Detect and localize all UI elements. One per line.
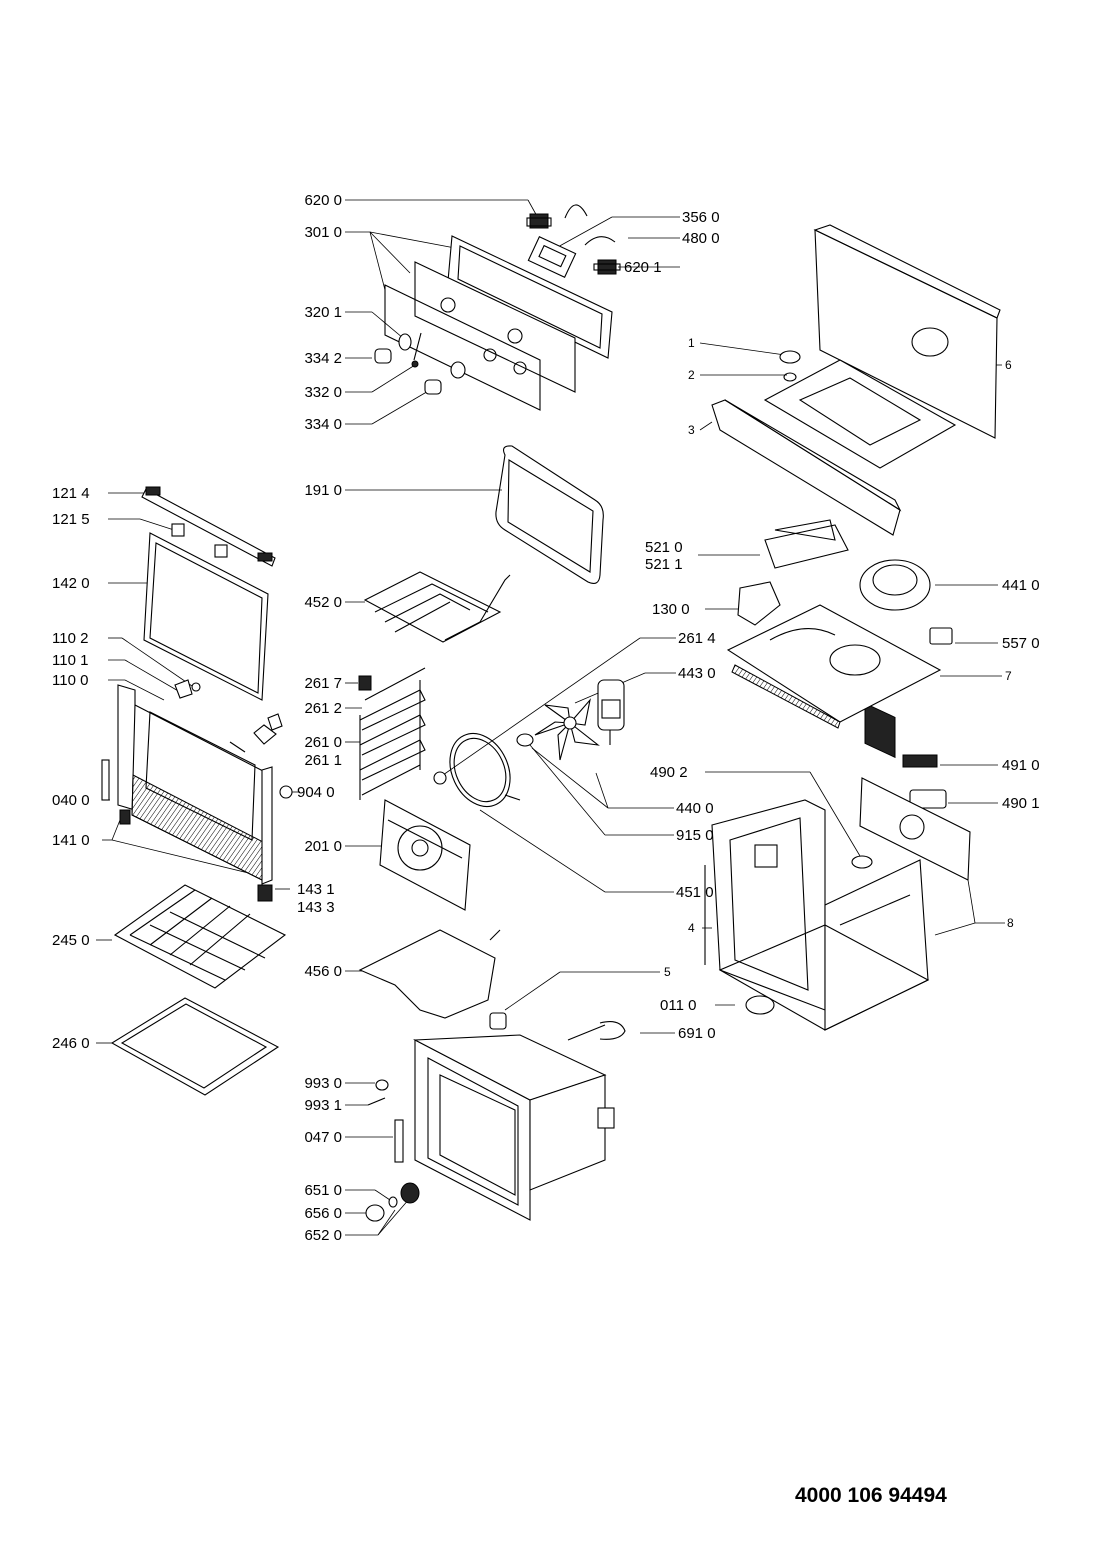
part-label: 011 0 <box>660 997 697 1014</box>
part-label: 110 0 <box>52 672 89 689</box>
part-label: 656 0 <box>304 1205 342 1222</box>
part-label: 2 <box>688 368 695 382</box>
document-number: 4000 106 94494 <box>795 1484 947 1507</box>
part-label: 143 1 <box>297 881 335 898</box>
part-label: 261 1 <box>304 752 342 769</box>
part-label: 620 1 <box>624 259 662 276</box>
part-label: 191 0 <box>304 482 342 499</box>
part-label: 320 1 <box>304 304 342 321</box>
part-label: 142 0 <box>52 575 90 592</box>
part-label: 261 7 <box>304 675 342 692</box>
part-label: 4 <box>688 921 695 935</box>
part-label: 261 4 <box>678 630 716 647</box>
part-label: 047 0 <box>304 1129 342 1146</box>
part-label: 356 0 <box>682 209 720 226</box>
part-label: 620 0 <box>304 192 342 209</box>
part-label: 652 0 <box>304 1227 342 1244</box>
control-panel-frame <box>384 235 613 411</box>
part-label: 441 0 <box>1002 577 1040 594</box>
fan-blade <box>534 698 600 761</box>
part-label: 691 0 <box>678 1025 716 1042</box>
part-label: 245 0 <box>52 932 90 949</box>
leader-lines <box>96 199 1005 1236</box>
part-label: 451 0 <box>676 884 714 901</box>
part-label: 5 <box>664 965 671 979</box>
part-label: 3 <box>688 423 695 437</box>
part-label: 521 0 <box>645 539 683 556</box>
part-label: 490 1 <box>1002 795 1040 812</box>
part-label: 141 0 <box>52 832 90 849</box>
part-label: 121 5 <box>52 511 90 528</box>
part-label: 332 0 <box>304 384 342 401</box>
part-label: 121 4 <box>52 485 90 502</box>
part-label: 993 0 <box>304 1075 342 1092</box>
part-label: 491 0 <box>1002 757 1040 774</box>
part-label: 143 3 <box>297 899 335 916</box>
part-label: 8 <box>1007 916 1014 930</box>
part-label: 7 <box>1005 669 1012 683</box>
part-label: 456 0 <box>304 963 342 980</box>
part-label: 452 0 <box>304 594 342 611</box>
part-label: 334 2 <box>304 350 342 367</box>
part-label: 110 1 <box>52 652 89 669</box>
part-label: 915 0 <box>676 827 714 844</box>
part-label: 261 2 <box>304 700 342 717</box>
part-label: 110 2 <box>52 630 89 647</box>
part-label: 557 0 <box>1002 635 1040 652</box>
part-label: 490 2 <box>650 764 688 781</box>
part-label: 440 0 <box>676 800 714 817</box>
part-label: 443 0 <box>678 665 716 682</box>
part-label: 201 0 <box>304 838 342 855</box>
parts <box>101 204 1001 1222</box>
part-label: 334 0 <box>304 416 342 433</box>
part-label: 301 0 <box>304 224 342 241</box>
part-label: 040 0 <box>52 792 90 809</box>
part-label: 651 0 <box>304 1182 342 1199</box>
part-label: 261 0 <box>304 734 342 751</box>
part-label: 246 0 <box>52 1035 90 1052</box>
part-label: 521 1 <box>645 556 683 573</box>
part-label: 480 0 <box>682 230 720 247</box>
part-label: 1 <box>688 336 695 350</box>
part-label: 130 0 <box>652 601 690 618</box>
part-label: 904 0 <box>297 784 335 801</box>
part-label: 993 1 <box>304 1097 342 1114</box>
part-label: 6 <box>1005 358 1012 372</box>
